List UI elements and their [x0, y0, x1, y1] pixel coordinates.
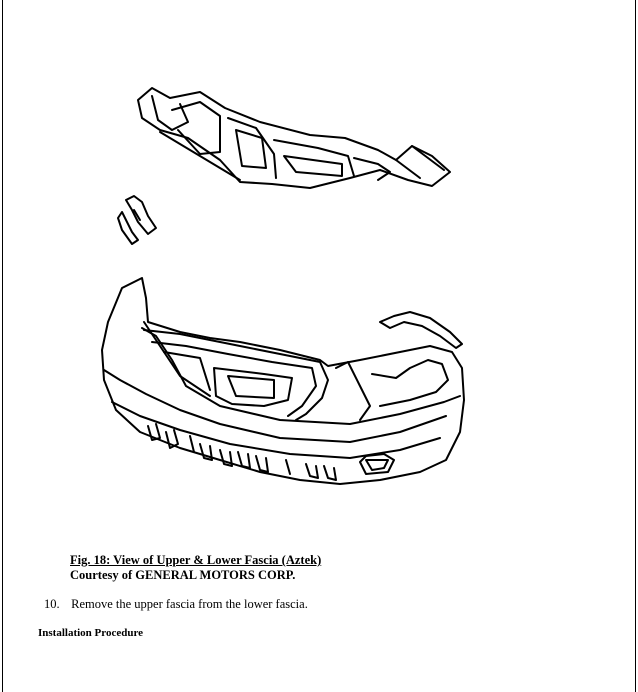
- section-heading: Installation Procedure: [38, 627, 144, 639]
- figure-caption-credit: Courtesy of GENERAL MOTORS CORP.: [70, 568, 296, 582]
- page-edge-right: [635, 0, 636, 692]
- fascia-illustration: [60, 60, 520, 530]
- procedure-step: 10. Remove the upper fascia from the low…: [44, 597, 308, 612]
- upper-fascia-shape: [137, 87, 451, 189]
- step-number: 10.: [44, 597, 60, 611]
- bracket-shape: [117, 195, 157, 245]
- figure-caption: Fig. 18: View of Upper & Lower Fascia (A…: [70, 553, 321, 583]
- step-text: Remove the upper fascia from the lower f…: [71, 597, 308, 611]
- page-edge-left: [2, 0, 3, 692]
- fascia-drawing-icon: [101, 87, 465, 485]
- molding-strip-shape: [379, 311, 463, 349]
- figure-caption-title: Fig. 18: View of Upper & Lower Fascia (A…: [70, 553, 322, 567]
- lower-fascia-shape: [101, 277, 465, 485]
